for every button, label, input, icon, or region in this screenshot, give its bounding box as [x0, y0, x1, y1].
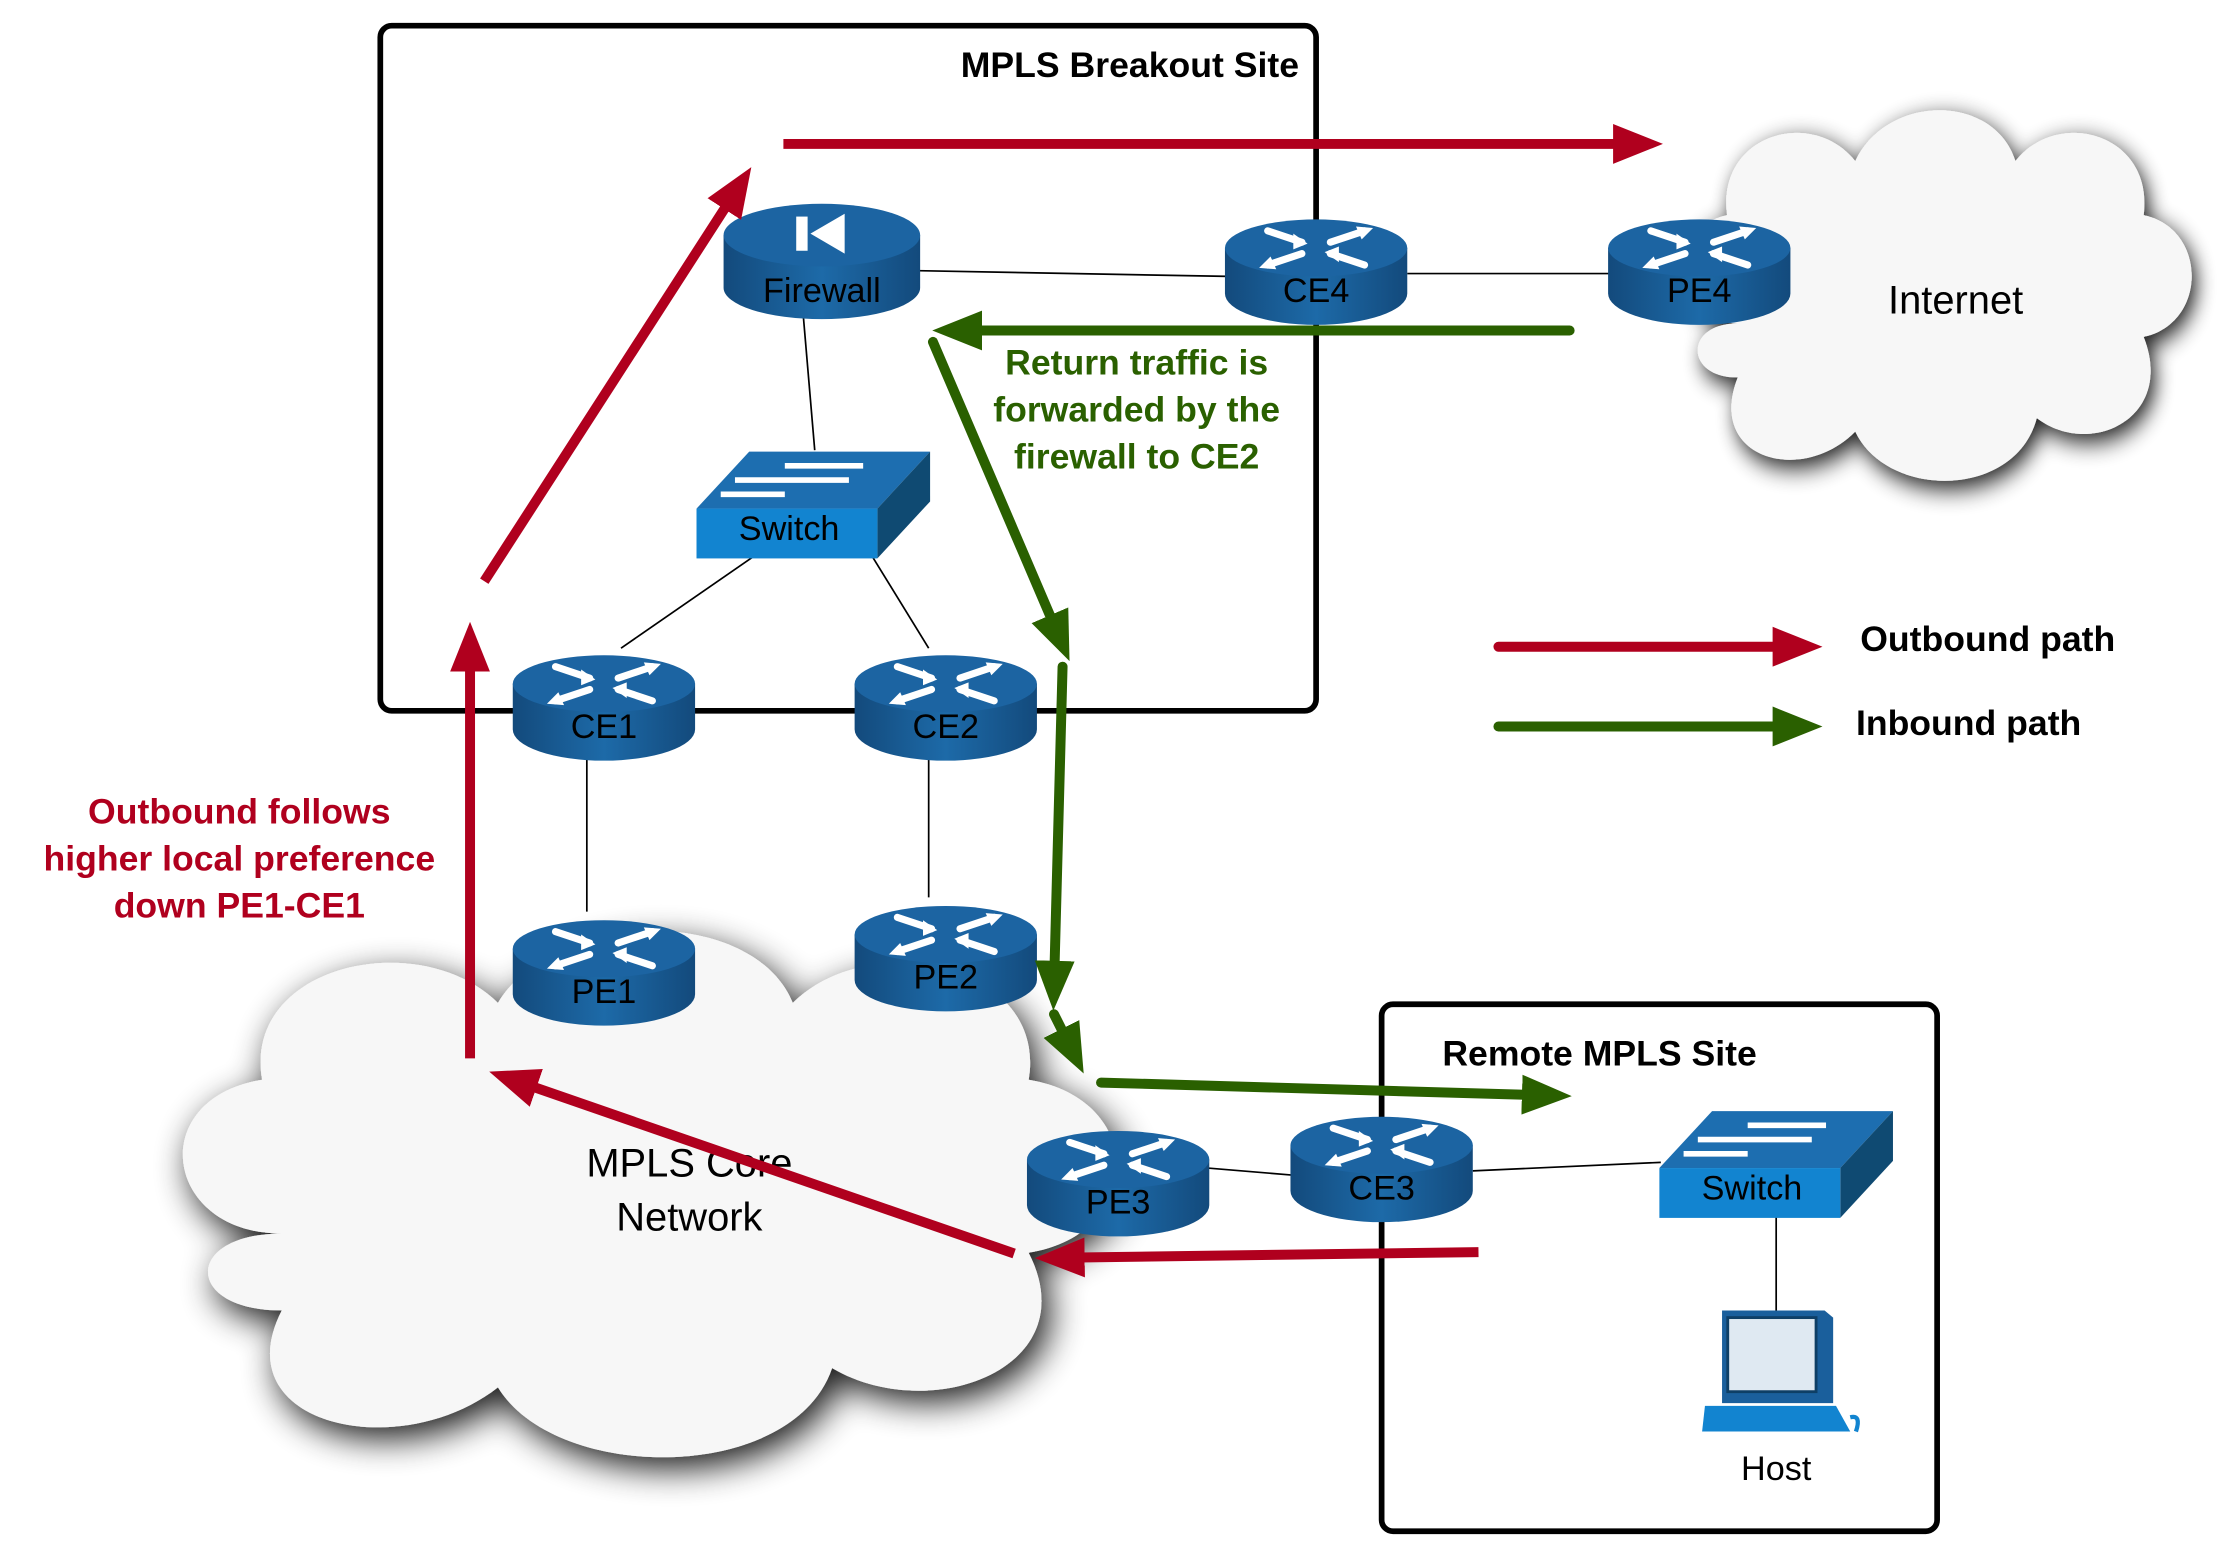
mpls-core-label-2: Network	[616, 1196, 762, 1240]
ce1-label: CE1	[571, 708, 637, 746]
ce4-router[interactable]: CE4	[1225, 219, 1407, 324]
ce4-label: CE4	[1283, 272, 1349, 310]
links	[585, 269, 1778, 1314]
ce2-router[interactable]: CE2	[855, 655, 1037, 760]
remote-switch[interactable]: Switch	[1659, 1111, 1893, 1218]
svg-text:Return traffic is: Return traffic is	[1005, 343, 1268, 383]
breakout-switch[interactable]: Switch	[697, 452, 931, 559]
inbound-path	[927, 310, 1575, 1115]
pe3-router[interactable]: PE3	[1027, 1131, 1209, 1236]
pe2-router[interactable]: PE2	[855, 906, 1037, 1011]
pe1-router[interactable]: PE1	[513, 920, 695, 1025]
remote-site-title: Remote MPLS Site	[1442, 1033, 1756, 1073]
legend-outbound-label: Outbound path	[1860, 619, 2115, 659]
ce3-label: CE3	[1348, 1169, 1414, 1207]
breakout-site-title: MPLS Breakout Site	[961, 45, 1299, 85]
ce1-router[interactable]: CE1	[513, 655, 695, 760]
remote-site-box	[1378, 1001, 1940, 1535]
outbound-note: Outbound follows higher local preference…	[43, 791, 435, 925]
host-label: Host	[1741, 1450, 1812, 1488]
svg-text:higher local preference: higher local preference	[43, 838, 435, 878]
ce3-router[interactable]: CE3	[1290, 1117, 1472, 1222]
outbound-path	[450, 123, 1663, 1278]
svg-text:forwarded by the: forwarded by the	[993, 390, 1280, 430]
switch2-label: Switch	[1702, 1169, 1803, 1207]
host-computer[interactable]: Host	[1702, 1310, 1860, 1488]
breakout-site-box	[377, 22, 1319, 714]
legend: Outbound path Inbound path	[1493, 619, 2115, 747]
firewall-device[interactable]: Firewall	[723, 203, 921, 320]
ce2-label: CE2	[913, 708, 979, 746]
computer-icon	[1702, 1310, 1860, 1433]
pe2-label: PE2	[913, 959, 978, 997]
svg-text:down PE1-CE1: down PE1-CE1	[114, 885, 365, 925]
svg-text:Outbound follows: Outbound follows	[88, 791, 390, 831]
legend-inbound-label: Inbound path	[1856, 703, 2081, 743]
pe4-label: PE4	[1667, 272, 1732, 310]
return-traffic-note: Return traffic is forwarded by the firew…	[993, 343, 1280, 477]
switch1-label: Switch	[739, 510, 840, 548]
firewall-label: Firewall	[763, 272, 881, 310]
internet-label: Internet	[1888, 278, 2023, 322]
pe1-label: PE1	[572, 973, 637, 1011]
pe4-router[interactable]: PE4	[1608, 219, 1790, 324]
svg-text:firewall to CE2: firewall to CE2	[1014, 437, 1259, 477]
pe3-label: PE3	[1086, 1184, 1151, 1222]
